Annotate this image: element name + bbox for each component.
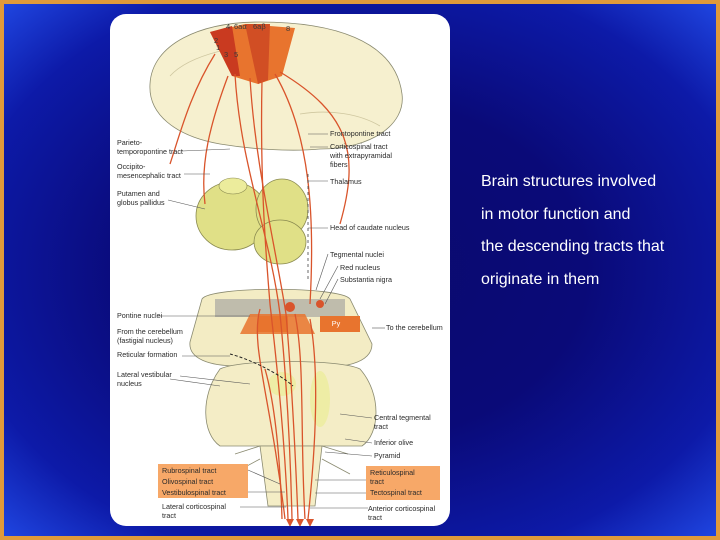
medulla <box>205 361 377 447</box>
box-left-tracts <box>158 464 248 498</box>
descending-tracts <box>169 53 350 520</box>
label-red-nucleus: Red nucleus <box>340 263 380 272</box>
label-frontopontine: Frontopontine tract <box>330 129 390 138</box>
caption-line: Brain structures involved <box>481 173 657 190</box>
label-central-tegmental: Central tegmental tract <box>374 407 435 431</box>
area-number: 3 <box>224 50 228 59</box>
label-to-cerebellum: To the cerebellum <box>386 323 443 332</box>
area-number: 6aβ <box>253 22 266 31</box>
label-corticospinal: Corticospinal tract with extrapyramidal … <box>329 136 396 169</box>
label-from-cerebellum: From the cerebellum (fastigial nucleus) <box>117 321 187 345</box>
label-occipito-mesencephalic: Occipito- mesencephalic tract <box>117 156 181 180</box>
caption-line: in motor function and <box>481 205 631 223</box>
label-putamen-globus-pallidus: Putamen and globus pallidus <box>117 183 165 207</box>
label-tectospinal: Tectospinal tract <box>370 488 422 497</box>
label-thalamus: Thalamus <box>330 177 362 186</box>
caption-line: the descending tracts that <box>481 238 665 255</box>
label-reticulospinal-tract: tract <box>370 477 384 486</box>
area-number: 6aα <box>234 22 247 31</box>
motor-tracts-diagram: Py 4 6aα 6aβ 8 2 1 3 5 <box>110 14 450 526</box>
label-lateral-corticospinal: Lateral corticospinal tract <box>162 496 230 520</box>
label-pyramid: Pyramid <box>374 451 400 460</box>
label-parieto-temporopontine: Parieto- temporopontine tract <box>117 132 183 156</box>
cerebrum <box>149 21 403 151</box>
py-label: Py <box>332 319 341 328</box>
label-lateral-vestibular: Lateral vestibular nucleus <box>117 364 176 388</box>
area-number: 4 <box>226 22 230 31</box>
label-reticular-formation: Reticular formation <box>117 350 177 359</box>
label-vestibulospinal: Vestibulospinal tract <box>162 488 226 497</box>
label-anterior-corticospinal: Anterior corticospinal tract <box>368 498 440 522</box>
label-pontine-nuclei: Pontine nuclei <box>117 311 163 320</box>
area-number: 5 <box>234 50 238 59</box>
area-number: 8 <box>286 24 290 33</box>
label-inferior-olive: Inferior olive <box>374 438 413 447</box>
slide-caption: Brain structures involved in motor funct… <box>481 166 711 296</box>
label-caudate: Head of caudate nucleus <box>330 223 410 232</box>
box-right-tracts <box>366 466 440 500</box>
label-rubrospinal: Rubrospinal tract <box>162 466 216 475</box>
label-tegmental-nuclei: Tegmental nuclei <box>330 250 384 259</box>
area-number: 1 <box>216 43 220 52</box>
area-number: 2 <box>214 36 218 45</box>
caption-line: originate in them <box>481 270 600 288</box>
label-substantia-nigra: Substantia nigra <box>340 275 392 284</box>
label-olivospinal: Olivospinal tract <box>162 477 213 486</box>
label-reticulospinal: Reticulospinal <box>370 468 415 477</box>
